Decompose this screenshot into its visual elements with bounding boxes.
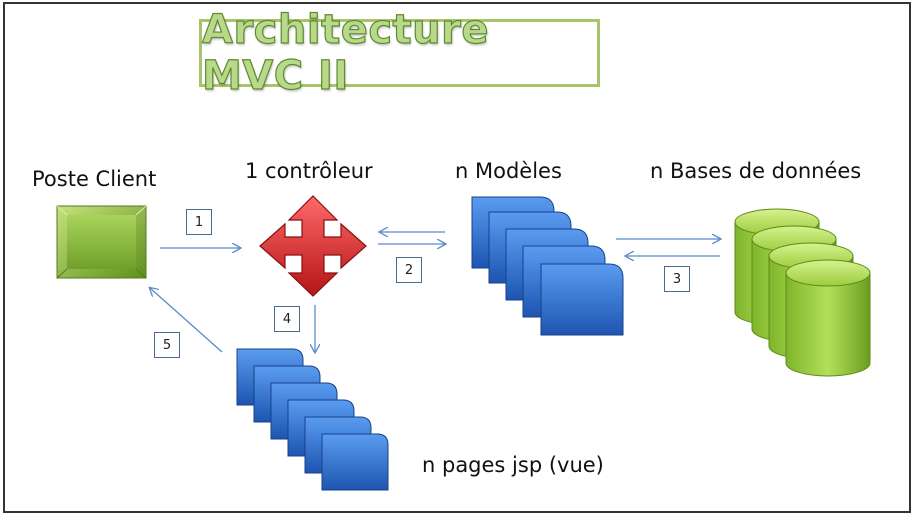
databases-label: n Bases de données: [650, 159, 862, 183]
models-stack-icon: [471, 196, 624, 336]
step-2-badge: 2: [396, 257, 422, 283]
title-box: Architecture MVC II: [199, 6, 600, 100]
client-box-icon: [56, 205, 147, 279]
step-4-badge: 4: [274, 306, 300, 332]
arrow-views-to-client: [150, 288, 223, 353]
controller-label: 1 contrôleur: [245, 159, 373, 183]
four-way-arrow-icon: [259, 195, 367, 297]
database-cylinder-icon: [734, 208, 871, 377]
views-label: n pages jsp (vue): [422, 453, 604, 477]
client-label: Poste Client: [32, 167, 157, 191]
page-title: Architecture MVC II: [201, 6, 489, 99]
step-1-badge: 1: [186, 209, 212, 235]
models-label: n Modèles: [455, 159, 562, 183]
views-stack-icon: [236, 348, 389, 491]
step-5-badge: 5: [154, 332, 180, 358]
step-3-badge: 3: [664, 266, 690, 292]
